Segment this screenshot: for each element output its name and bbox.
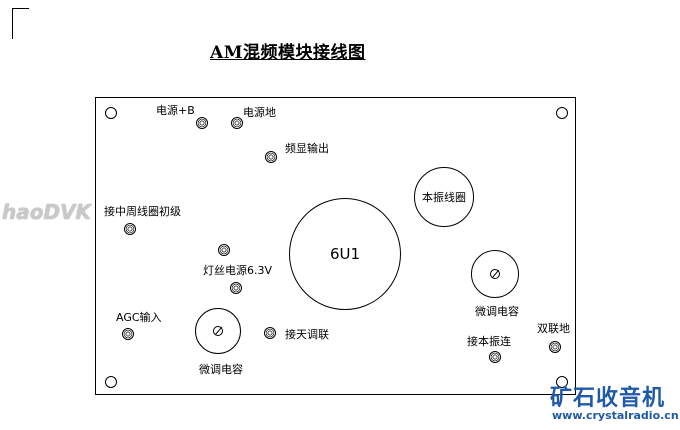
mount-hole-bottom-left xyxy=(105,376,117,388)
trimmer-screw-icon xyxy=(490,269,500,279)
label-if-coil-primary: 接中周线圈初级 xyxy=(104,205,181,218)
pad-freq-display-out xyxy=(265,151,277,163)
module-board xyxy=(95,97,576,395)
diagram-title: AM混频模块接线图 xyxy=(210,43,366,63)
label-power-plus-b: 电源+B xyxy=(156,104,195,117)
tube-label: 6U1 xyxy=(329,245,361,263)
mount-hole-bottom-right xyxy=(556,376,568,388)
trimmer-screw-icon xyxy=(213,326,223,336)
label-agc-input: AGC输入 xyxy=(116,311,162,324)
label-filament-power: 灯丝电源6.3V xyxy=(203,264,273,277)
label-tune-cap-right: 微调电容 xyxy=(475,305,519,318)
pad-if-coil-primary xyxy=(124,223,136,235)
pad-power-plus-b xyxy=(196,117,208,129)
watermark-text: haoDVK xyxy=(2,200,92,224)
site-logo-text: 矿石收音机 xyxy=(550,386,666,411)
page-corner-mark xyxy=(12,8,29,39)
label-dual-gang-gnd: 双联地 xyxy=(537,322,570,335)
site-logo-url: www.crystalradio.cn xyxy=(552,409,679,422)
pad-filament-2 xyxy=(230,282,242,294)
label-antenna-tune: 接天调联 xyxy=(285,328,329,341)
label-freq-display-out: 频显输出 xyxy=(285,142,329,155)
trimmer-cap-right xyxy=(471,250,519,298)
mount-hole-top-right xyxy=(556,107,568,119)
tube-socket-6u1: 6U1 xyxy=(289,198,401,310)
pad-power-gnd xyxy=(231,117,243,129)
pad-antenna-tune xyxy=(264,327,276,339)
pad-filament-1 xyxy=(218,244,230,256)
pad-osc-connect xyxy=(489,351,501,363)
label-tune-cap-left: 微调电容 xyxy=(199,363,243,376)
osc-coil-label: 本振线圈 xyxy=(422,191,466,204)
pad-agc-input xyxy=(122,328,134,340)
pad-dual-gang-gnd xyxy=(549,341,561,353)
label-osc-connect: 接本振连 xyxy=(467,335,511,348)
osc-coil: 本振线圈 xyxy=(414,167,474,227)
label-power-gnd: 电源地 xyxy=(243,106,276,119)
trimmer-cap-left xyxy=(195,308,241,354)
mount-hole-top-left xyxy=(105,107,117,119)
